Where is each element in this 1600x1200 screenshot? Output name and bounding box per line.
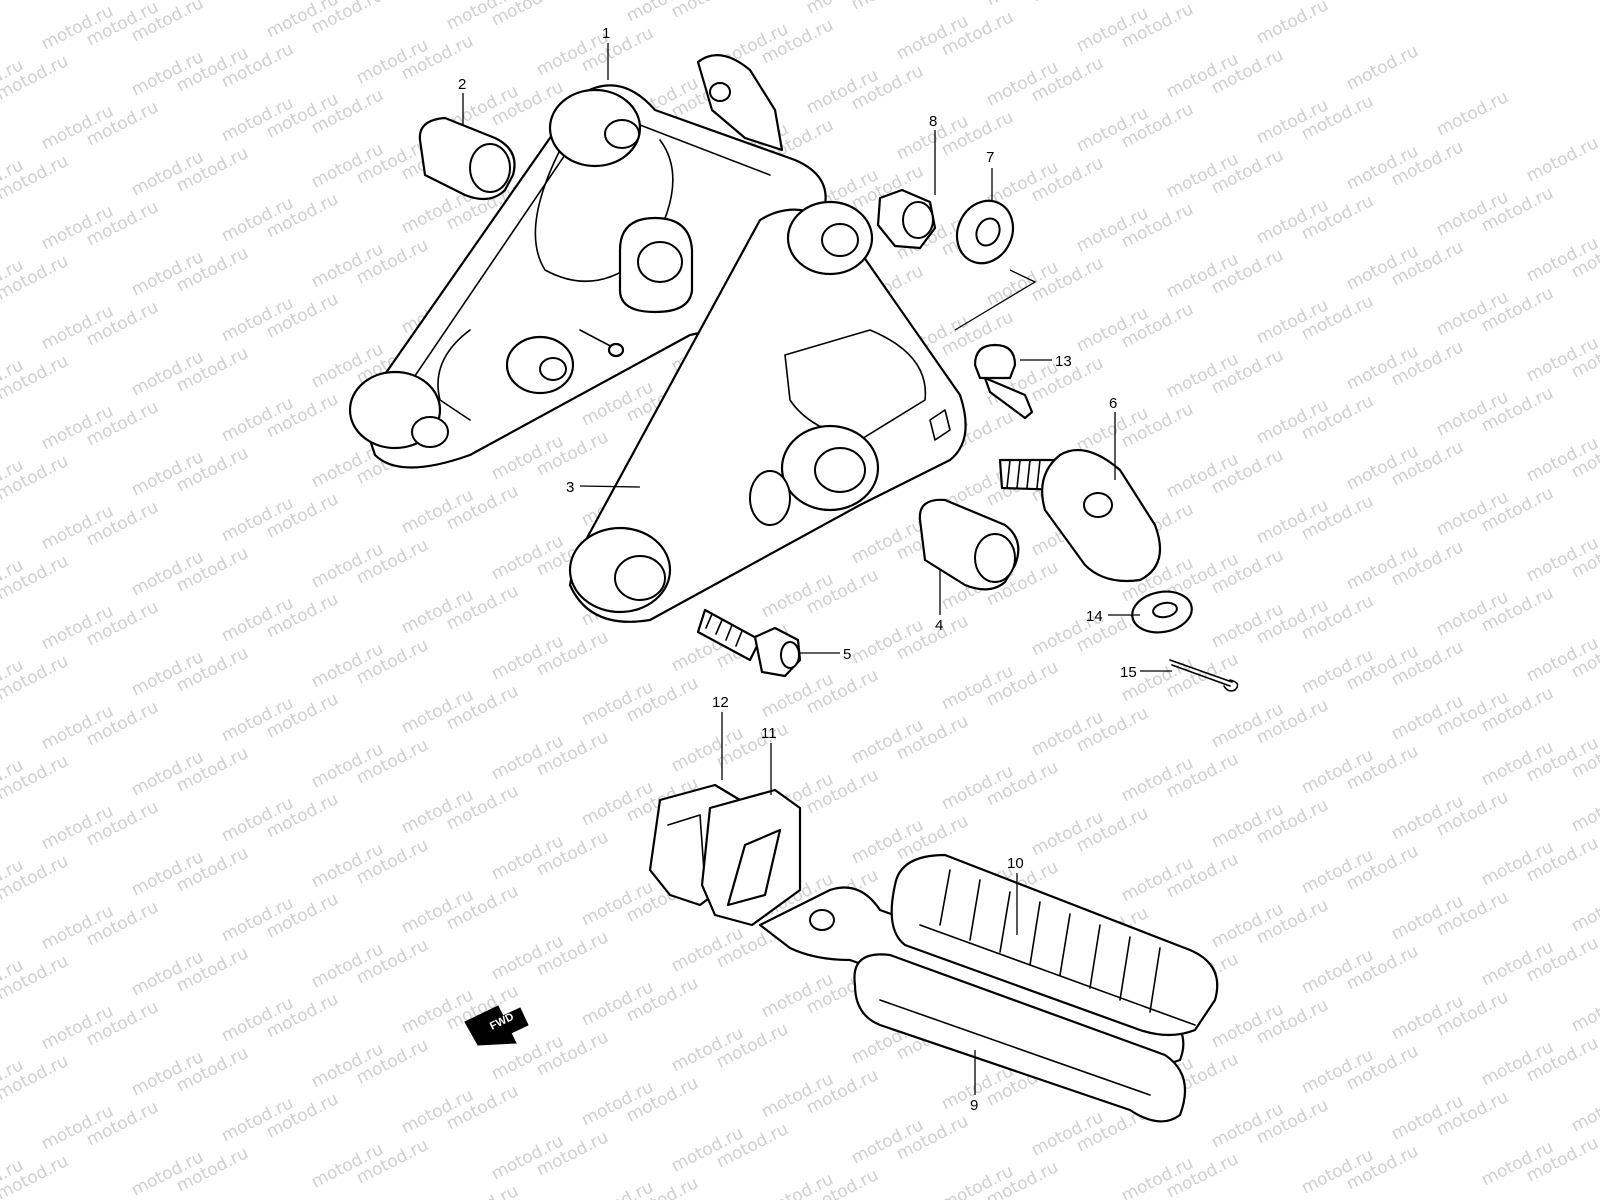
part-11-damper <box>700 788 802 927</box>
part-9-footrest <box>758 886 1187 1123</box>
callout-15: 15 <box>1120 664 1137 681</box>
part-8-nut <box>876 188 937 250</box>
callout-6: 6 <box>1109 395 1117 412</box>
watermark-text: motod.ru <box>1163 0 1242 2</box>
part-5-bolt <box>696 608 802 678</box>
watermark-text: motod.ru <box>1523 133 1600 186</box>
leader-lines <box>462 43 1172 1095</box>
watermark-text: motod.ru <box>1028 0 1107 6</box>
callout-8: 8 <box>929 113 937 130</box>
callout-14: 14 <box>1086 608 1103 625</box>
watermark-text: motod.ru <box>1568 783 1600 836</box>
part-1-bracket <box>348 54 827 469</box>
watermark-text: motod.ru <box>1253 0 1332 48</box>
watermark-text: motod.ru <box>1343 41 1422 94</box>
callout-4: 4 <box>935 617 943 634</box>
callout-9: 9 <box>970 1097 978 1114</box>
watermark-text: motod.ru <box>1568 883 1600 936</box>
callout-2: 2 <box>458 76 466 93</box>
part-10-rubber-pad <box>890 853 1219 1037</box>
watermark-text: motod.ru <box>983 0 1062 10</box>
watermark-text: motod.ru <box>1568 983 1600 1036</box>
callout-1: 1 <box>602 25 610 42</box>
callout-7: 7 <box>986 149 994 166</box>
part-7-washer <box>955 199 1015 265</box>
part-4-spacer <box>918 498 1020 591</box>
callout-labels: 1 2 3 4 5 6 7 8 9 10 11 12 13 14 15 <box>458 25 1137 1114</box>
part-14-washer <box>1131 590 1193 634</box>
part-6-pivot-bracket <box>998 448 1162 583</box>
watermark-text: motod.ru <box>0 0 72 4</box>
part-15-cotter-pin <box>1169 659 1239 692</box>
callout-10: 10 <box>1007 855 1024 872</box>
part-2-bushing <box>418 116 516 201</box>
fwd-arrow-icon: FWD <box>464 1005 529 1046</box>
watermark-text: motod.ru <box>668 0 747 22</box>
watermark-text: motod.ru <box>848 0 927 14</box>
callout-3: 3 <box>566 479 574 496</box>
watermark-text: motod.ru <box>443 1181 522 1200</box>
callout-13: 13 <box>1055 353 1072 370</box>
callout-11: 11 <box>761 725 777 742</box>
callout-5: 5 <box>843 646 851 663</box>
watermark-text: motod.ru <box>1568 1083 1600 1136</box>
watermark-text: motod.ru <box>1433 87 1512 140</box>
part-3-plate <box>568 200 967 623</box>
part-13-pin <box>973 343 1034 420</box>
watermark-text: motod.ru <box>578 1177 657 1200</box>
callout-12: 12 <box>712 694 729 711</box>
